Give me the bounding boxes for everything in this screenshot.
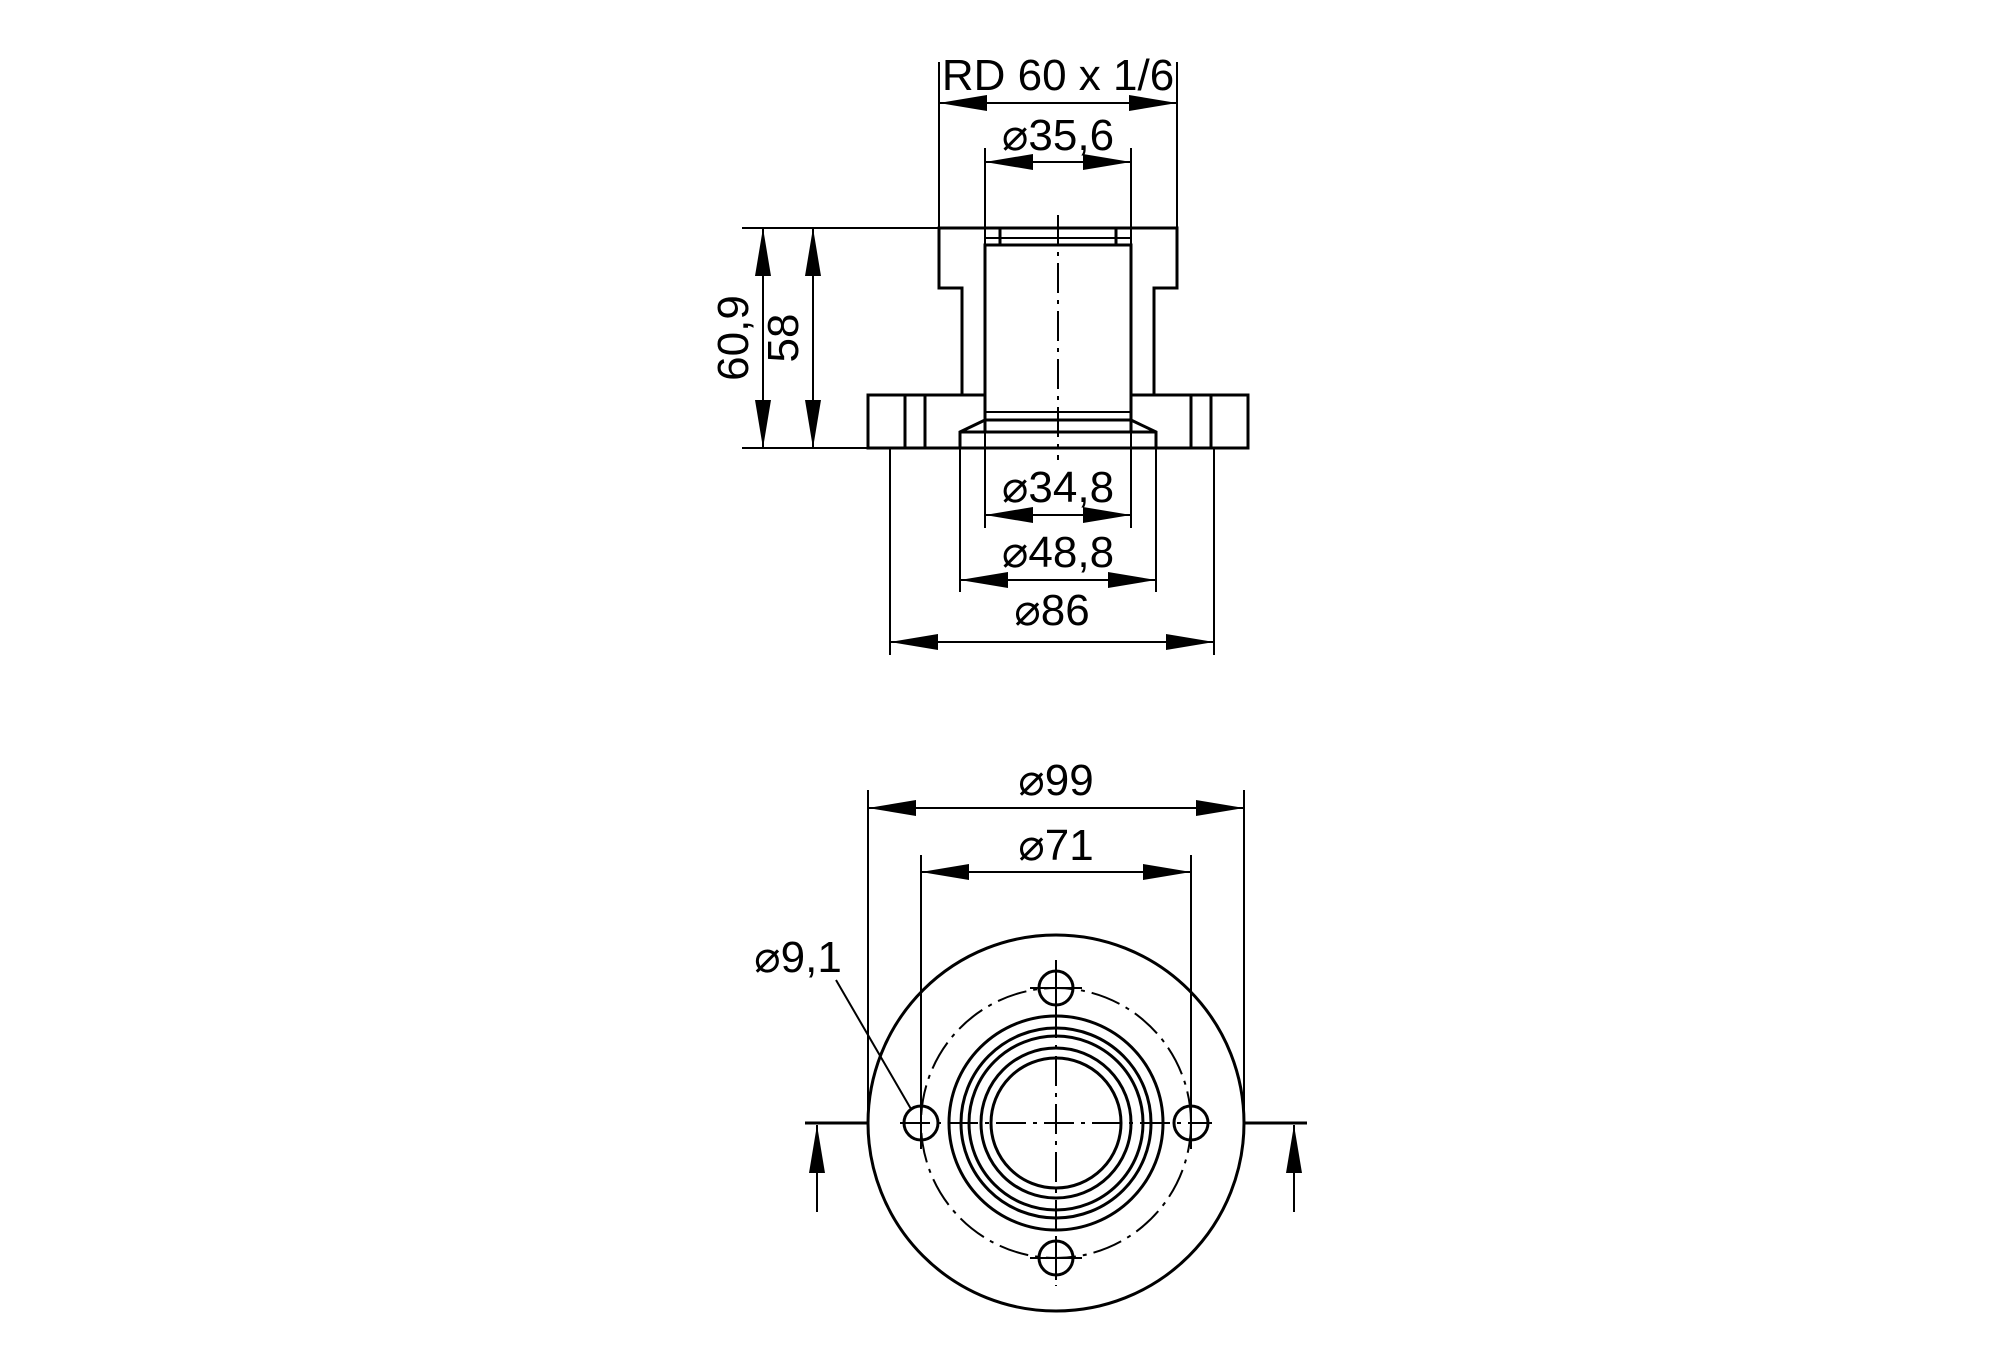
dim-488-value: 48,8: [1028, 528, 1114, 577]
arrow-58-bottom: [805, 400, 821, 448]
dim-86-label: ⌀86: [1014, 586, 1089, 635]
arrow-71-right: [1143, 864, 1191, 880]
dim-488-label: ⌀48,8: [1002, 528, 1114, 577]
bolt-hole-top: [1030, 966, 1082, 1010]
dim-58-label: 58: [759, 314, 808, 363]
arrow-99-right: [1196, 800, 1244, 816]
dim-71-value: 71: [1045, 821, 1094, 870]
dim-91-value: 9,1: [781, 933, 842, 982]
dim-99-label: ⌀99: [1018, 756, 1093, 805]
section-view: RD 60 x 1/6 ⌀35,6 60,9 58 ⌀34,8 ⌀48,8 ⌀8…: [709, 51, 1250, 655]
hatch-right-upper: [1114, 226, 1179, 397]
bolt-hole-bottom: [1030, 1236, 1082, 1280]
diameter-symbol: ⌀: [1018, 756, 1045, 805]
arrow-thread-right: [1129, 95, 1177, 111]
plan-view: ⌀99 ⌀71 ⌀9,1: [754, 756, 1307, 1313]
diameter-symbol: ⌀: [1002, 111, 1029, 160]
arrow-71-left: [921, 864, 969, 880]
arrow-488-right: [1108, 572, 1156, 588]
dim-91-label: ⌀9,1: [754, 933, 842, 982]
arrow-488-left: [960, 572, 1008, 588]
arrow-99-left: [868, 800, 916, 816]
diameter-symbol: ⌀: [1018, 821, 1045, 870]
hatch-left-upper: [937, 226, 1002, 397]
arrow-356-right: [1083, 154, 1131, 170]
dim-86-value: 86: [1041, 586, 1090, 635]
diameter-symbol: ⌀: [754, 933, 781, 982]
arrow-thread-left: [939, 95, 987, 111]
arrow-86-left: [890, 634, 938, 650]
arrow-348-right: [1083, 507, 1131, 523]
leader-91: [835, 979, 912, 1110]
dim-71-label: ⌀71: [1018, 821, 1093, 870]
dim-356-label: ⌀35,6: [1002, 111, 1114, 160]
dim-356-value: 35,6: [1028, 111, 1114, 160]
arrow-86-right: [1166, 634, 1214, 650]
diameter-symbol: ⌀: [1002, 463, 1029, 512]
dim-609-label: 60,9: [709, 295, 758, 381]
arrow-58-top: [805, 228, 821, 276]
section-arrow-right-head: [1286, 1125, 1302, 1173]
arrow-609-top: [755, 228, 771, 276]
section-arrow-left-head: [809, 1125, 825, 1173]
arrow-609-bottom: [755, 400, 771, 448]
arrow-348-left: [985, 507, 1033, 523]
dim-thread-label: RD 60 x 1/6: [942, 51, 1174, 100]
diameter-symbol: ⌀: [1014, 586, 1041, 635]
arrow-356-left: [985, 154, 1033, 170]
diameter-symbol: ⌀: [1002, 528, 1029, 577]
dim-348-value: 34,8: [1028, 463, 1114, 512]
dim-348-label: ⌀34,8: [1002, 463, 1114, 512]
dim-99-value: 99: [1045, 756, 1094, 805]
